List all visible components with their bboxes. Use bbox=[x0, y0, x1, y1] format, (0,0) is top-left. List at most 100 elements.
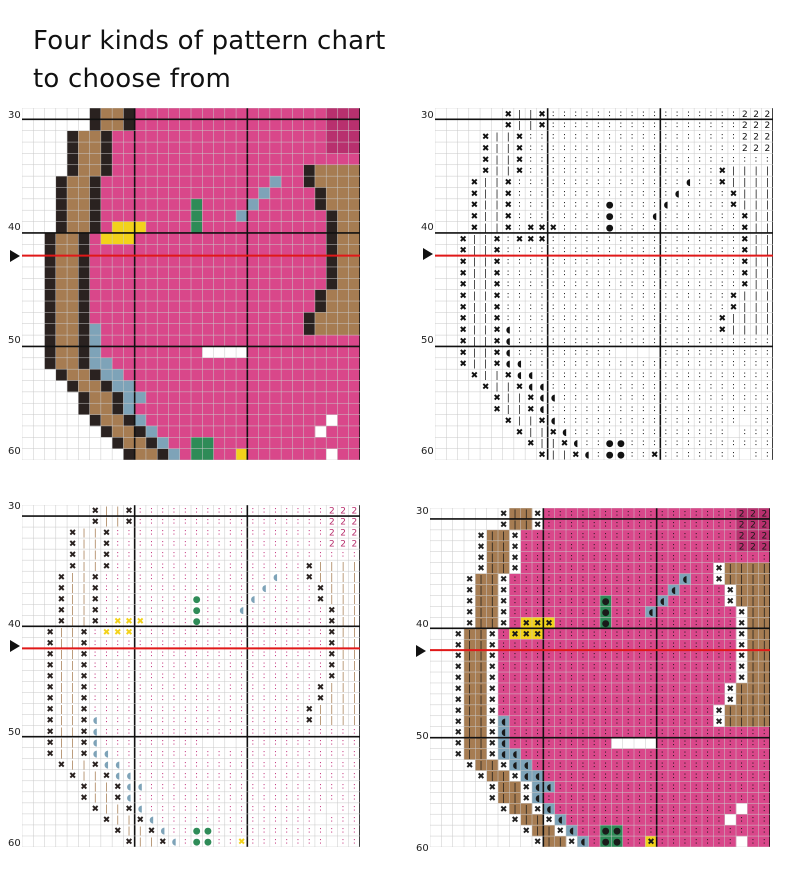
stitch-cell bbox=[566, 737, 578, 749]
stitch-cell bbox=[157, 357, 169, 370]
stitch-cell bbox=[690, 836, 703, 847]
stitch-symbol: ∶ bbox=[620, 382, 622, 392]
stitch-symbol: ∶ bbox=[672, 542, 674, 552]
stitch-cell bbox=[224, 232, 237, 245]
stitch-cell bbox=[145, 266, 158, 279]
stitch-cell bbox=[123, 448, 135, 460]
stitch-symbol: ∶ bbox=[654, 280, 656, 290]
stitch-symbol: ∶ bbox=[706, 619, 708, 629]
stitch-symbol: ∶ bbox=[586, 303, 588, 313]
stitch-symbol: | bbox=[60, 705, 63, 715]
stitch-cell bbox=[314, 346, 327, 359]
stitch-cell bbox=[145, 403, 158, 415]
stitch-cell bbox=[213, 176, 226, 188]
stitch-symbol: 2 bbox=[750, 542, 756, 552]
stitch-cell bbox=[554, 573, 567, 585]
stitch-symbol: ∶ bbox=[128, 738, 130, 748]
stitch-symbol: ∶ bbox=[665, 280, 667, 290]
stitch-cell bbox=[713, 748, 725, 760]
stitch-cell bbox=[191, 437, 203, 449]
stitch-cell bbox=[191, 119, 203, 132]
stitch-symbol: | bbox=[105, 782, 108, 792]
stitch-symbol: ∶ bbox=[582, 520, 584, 530]
stitch-symbol: ∶ bbox=[642, 121, 644, 131]
stitch-symbol: ✖ bbox=[459, 257, 467, 267]
stitch-symbol: ∶ bbox=[559, 542, 561, 552]
stitch-symbol: ∶ bbox=[729, 794, 731, 804]
stitch-symbol: ∶ bbox=[706, 783, 708, 793]
stitch-cell bbox=[679, 540, 691, 553]
stitch-symbol: ∶ bbox=[631, 178, 633, 188]
stitch-symbol: ∶ bbox=[162, 628, 164, 638]
stitch-symbol: ∶ bbox=[732, 337, 734, 347]
stitch-symbol: 2 bbox=[739, 542, 745, 552]
stitch-cell bbox=[202, 221, 214, 234]
stitch-symbol: | bbox=[342, 573, 345, 583]
stitch-cell bbox=[157, 130, 169, 143]
stitch-cell bbox=[78, 176, 90, 188]
stitch-symbol: ∶ bbox=[263, 518, 265, 528]
stitch-cell bbox=[713, 628, 725, 640]
stitch-symbol: ∶ bbox=[319, 827, 321, 837]
stitch-cell bbox=[348, 301, 360, 313]
stitch-cell bbox=[747, 814, 759, 826]
stitch-symbol: | bbox=[766, 167, 769, 177]
stitch-symbol: ∶ bbox=[274, 628, 276, 638]
stitch-cell bbox=[292, 142, 304, 154]
stitch-symbol: ✖ bbox=[80, 749, 88, 759]
stitch-cell bbox=[588, 650, 601, 662]
stitch-symbol: ∶ bbox=[661, 575, 663, 585]
stitch-symbol: ∶ bbox=[608, 257, 610, 267]
stitch-symbol: ∶ bbox=[514, 706, 516, 716]
stitch-symbol: ✖ bbox=[159, 838, 167, 847]
stitch-symbol: ∶ bbox=[687, 167, 689, 177]
stitch-cell bbox=[179, 153, 192, 166]
stitch-symbol: ✖ bbox=[493, 314, 501, 324]
stitch-symbol: ✖ bbox=[534, 520, 542, 530]
stitch-symbol: ∶ bbox=[150, 518, 152, 528]
stitch-symbol: ∶ bbox=[563, 382, 565, 392]
stitch-symbol: ∶ bbox=[252, 760, 254, 770]
stitch-cell bbox=[292, 164, 304, 177]
stitch-symbol: ∶ bbox=[286, 749, 288, 759]
stitch-symbol: ∶ bbox=[687, 269, 689, 279]
stitch-symbol: ∶ bbox=[597, 110, 599, 120]
stitch-symbol: ✖ bbox=[527, 439, 535, 449]
stitch-symbol: ✖ bbox=[730, 189, 738, 199]
stitch-cell bbox=[134, 153, 147, 166]
stitch-cell bbox=[668, 639, 680, 651]
stitch-cell bbox=[758, 803, 770, 815]
stitch-symbol: ✖ bbox=[489, 674, 497, 684]
stitch-symbol: ✖ bbox=[715, 706, 723, 716]
stitch-symbol: | bbox=[60, 639, 63, 649]
stitch-cell bbox=[747, 781, 759, 793]
stitch-symbol: ∶ bbox=[139, 540, 141, 550]
stitch-symbol: ∶ bbox=[665, 189, 667, 199]
stitch-symbol: | bbox=[473, 337, 476, 347]
stitch-symbol: ∶ bbox=[241, 672, 243, 682]
stitch-symbol: ◖ bbox=[652, 212, 657, 222]
stitch-cell bbox=[67, 221, 79, 234]
stitch-symbol: ∶ bbox=[661, 717, 663, 727]
stitch-symbol: ∶ bbox=[695, 597, 697, 607]
stitch-symbol: | bbox=[468, 684, 471, 694]
stitch-symbol: ∶ bbox=[319, 650, 321, 660]
stitch-cell bbox=[577, 781, 589, 793]
stitch-cell bbox=[520, 682, 533, 695]
stitch-cell bbox=[679, 628, 691, 640]
stitch-cell bbox=[213, 323, 226, 336]
stitch-cell bbox=[713, 825, 725, 837]
stitch-symbol: ∶ bbox=[173, 793, 175, 803]
stitch-cell bbox=[577, 672, 589, 684]
stitch-cell bbox=[736, 814, 748, 826]
stitch-cell bbox=[690, 617, 703, 629]
stitch-symbol: ∶ bbox=[582, 575, 584, 585]
stitch-symbol: ∶ bbox=[593, 695, 595, 705]
stitch-symbol: ∶ bbox=[286, 540, 288, 550]
stitch-symbol: ∶ bbox=[319, 661, 321, 671]
stitch-symbol: ∶ bbox=[616, 794, 618, 804]
stitch-cell bbox=[292, 198, 304, 211]
stitch-cell bbox=[588, 639, 601, 651]
stitch-symbol: ∶ bbox=[706, 728, 708, 738]
stitch-symbol: ∶ bbox=[128, 562, 130, 572]
